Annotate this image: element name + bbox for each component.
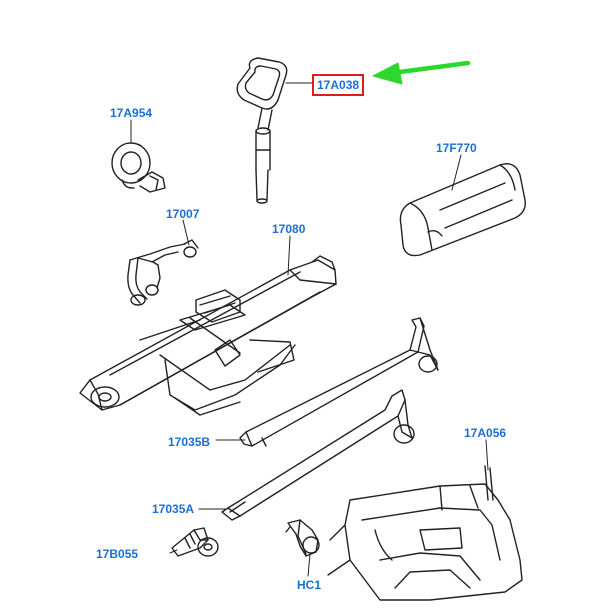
jack-handle-part bbox=[236, 57, 288, 204]
extension-bar-a-part bbox=[221, 389, 415, 521]
part-label-17A056[interactable]: 17A056 bbox=[464, 426, 507, 440]
bracket-part bbox=[127, 239, 199, 306]
scissor-jack-part bbox=[79, 255, 337, 416]
part-label-17B055[interactable]: 17B055 bbox=[96, 547, 139, 561]
part-label-17A038[interactable]: 17A038 bbox=[312, 74, 365, 96]
towing-eye-part bbox=[111, 142, 166, 193]
part-label-17080[interactable]: 17080 bbox=[272, 222, 306, 236]
tool-bag-part bbox=[399, 163, 526, 257]
pointer-arrow bbox=[372, 60, 471, 85]
leader-lines bbox=[130, 82, 489, 577]
part-label-17035A[interactable]: 17035A bbox=[152, 502, 195, 516]
socket-adapter-part bbox=[171, 527, 219, 557]
hose-clip-part bbox=[285, 519, 320, 557]
storage-tray-part bbox=[327, 465, 523, 601]
extension-bar-b-part bbox=[239, 317, 439, 447]
part-label-HC1[interactable]: HC1 bbox=[297, 578, 322, 592]
part-label-17F770[interactable]: 17F770 bbox=[436, 141, 477, 155]
part-label-17007[interactable]: 17007 bbox=[166, 207, 200, 221]
part-label-17035B[interactable]: 17035B bbox=[168, 435, 211, 449]
part-label-17A954[interactable]: 17A954 bbox=[110, 106, 153, 120]
